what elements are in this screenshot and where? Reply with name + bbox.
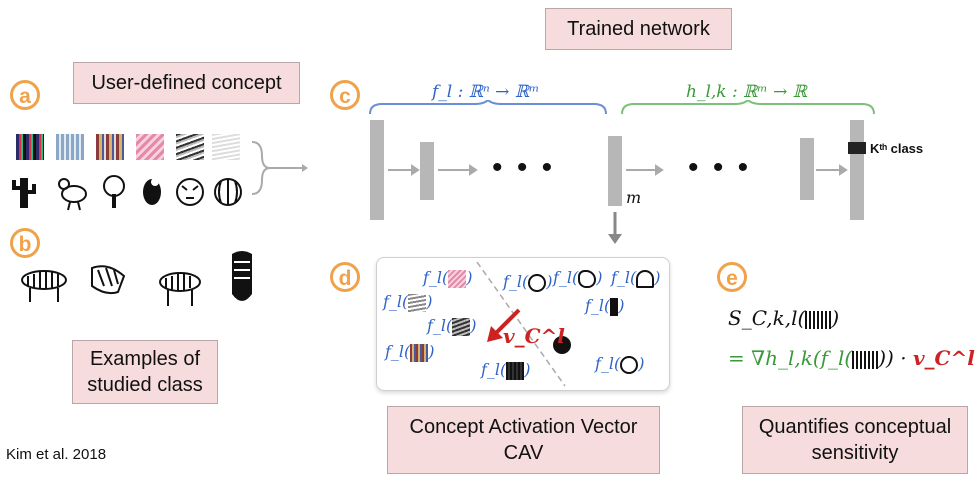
user-defined-concept-box: User-defined concept — [73, 62, 300, 104]
f-map-label: f_l : ℝⁿ → ℝᵐ — [432, 82, 540, 102]
fl-concept-2: f_l() — [383, 292, 433, 312]
layer-2 — [420, 142, 434, 200]
trained-network-box: Trained network — [545, 8, 732, 50]
label-c: c — [330, 80, 360, 110]
zebra-icon — [21, 270, 67, 302]
cav-separator — [476, 261, 566, 387]
parrot-icon — [143, 178, 161, 205]
kth-class-unit — [848, 142, 866, 154]
layer-penultimate — [800, 138, 814, 200]
cav-panel: f_l() f_l() f_l() f_l() f_l() f_l() f_l(… — [376, 257, 670, 391]
zebra-icon — [159, 272, 201, 306]
fl-random-5 — [553, 334, 571, 354]
layer-input — [370, 120, 384, 220]
citation: Kim et al. 2018 — [6, 446, 107, 463]
fl-random-4: f_l() — [585, 296, 625, 316]
user-defined-concept-label: User-defined concept — [91, 72, 282, 94]
zebra-icon — [852, 350, 879, 369]
fl-random-6: f_l() — [595, 354, 645, 374]
concept-objects-row — [12, 175, 242, 211]
texture-tile-1 — [16, 134, 44, 160]
cav-line-1: Concept Activation Vector — [409, 416, 638, 438]
examples-line-1: Examples of — [89, 348, 201, 370]
fl-random-1: f_l() — [503, 272, 553, 292]
kth-class-label: Kᵗʰ class — [870, 141, 924, 156]
sensitivity-equation-line-1: S_C,k,l() — [728, 306, 840, 330]
fl-random-3: f_l() — [611, 268, 661, 288]
label-b: b — [10, 228, 40, 258]
fl-concept-5: f_l() — [481, 360, 531, 380]
label-d: d — [330, 262, 360, 292]
fl-concept-4: f_l() — [385, 342, 435, 362]
ellipsis-2: • • • — [688, 151, 752, 184]
cav-box: Concept Activation Vector CAV — [387, 406, 660, 474]
quantifies-line-2: sensitivity — [811, 442, 899, 464]
cav-vector-label: v_C^l — [503, 324, 565, 348]
ellipsis-1: • • • — [492, 151, 556, 184]
zebra-icon — [91, 265, 126, 295]
tiger-icon — [176, 178, 204, 206]
fl-random-2: f_l() — [553, 268, 603, 288]
examples-box: Examples of studied class — [72, 340, 218, 404]
h-brace — [621, 100, 875, 115]
layer-output — [850, 120, 864, 220]
zebra-icon — [232, 251, 252, 301]
concept-brace — [251, 141, 308, 195]
bird-icon — [58, 178, 87, 211]
f-brace — [369, 100, 607, 115]
fl-concept-3: f_l() — [427, 316, 477, 336]
label-a: a — [10, 80, 40, 110]
melon-icon — [214, 178, 242, 206]
quantifies-line-1: Quantifies conceptual — [758, 416, 952, 438]
texture-tile-2 — [56, 134, 84, 160]
texture-tile-4 — [136, 134, 164, 160]
fl-concept-1: f_l() — [423, 268, 473, 288]
cactus-icon — [12, 178, 36, 208]
label-e: e — [717, 262, 747, 292]
sensitivity-equation-line-2: = ∇h_l,k(f_l()) · v_C^l — [728, 346, 975, 370]
zebra-icon — [805, 310, 832, 329]
layer-m — [608, 136, 622, 206]
cav-line-2: CAV — [503, 442, 544, 464]
texture-tile-6 — [212, 134, 240, 160]
zebra-examples — [21, 251, 252, 306]
examples-line-2: studied class — [87, 374, 203, 396]
texture-tile-3 — [96, 134, 124, 160]
h-map-label: h_l,k : ℝᵐ → ℝ — [686, 82, 807, 102]
m-label: m — [626, 188, 642, 207]
texture-tile-5 — [176, 134, 204, 160]
quantifies-box: Quantifies conceptual sensitivity — [742, 406, 968, 474]
trained-network-label: Trained network — [567, 18, 710, 40]
network-diagram — [369, 100, 875, 244]
tree-icon — [103, 175, 125, 208]
